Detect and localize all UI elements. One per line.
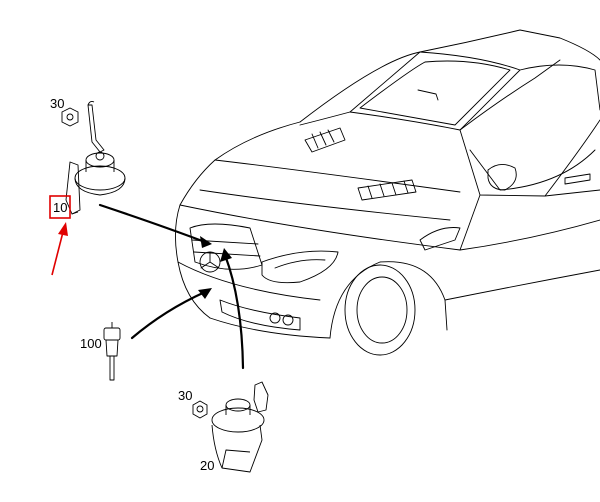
callout-nut-lower: 30 [178, 388, 192, 403]
leader-horn-lower [223, 253, 245, 370]
callout-horn-left: 10 [53, 200, 67, 215]
callout-horn-lower: 20 [200, 458, 214, 473]
horn-left-icon [65, 100, 126, 215]
temperature-sensor-icon [103, 322, 121, 381]
leader-sensor [130, 290, 207, 340]
horn-lower-icon [211, 381, 269, 473]
nut-lower-icon [192, 400, 208, 419]
callout-nut-left: 30 [50, 96, 64, 111]
nut-left-icon [61, 107, 79, 127]
callout-sensor: 100 [80, 336, 102, 351]
leader-arrowheads [198, 236, 232, 299]
highlight-box [49, 195, 71, 219]
leader-horn-left [98, 203, 207, 244]
car-outline [175, 29, 600, 356]
highlight-arrow [51, 222, 68, 276]
leader-lines [98, 203, 245, 370]
